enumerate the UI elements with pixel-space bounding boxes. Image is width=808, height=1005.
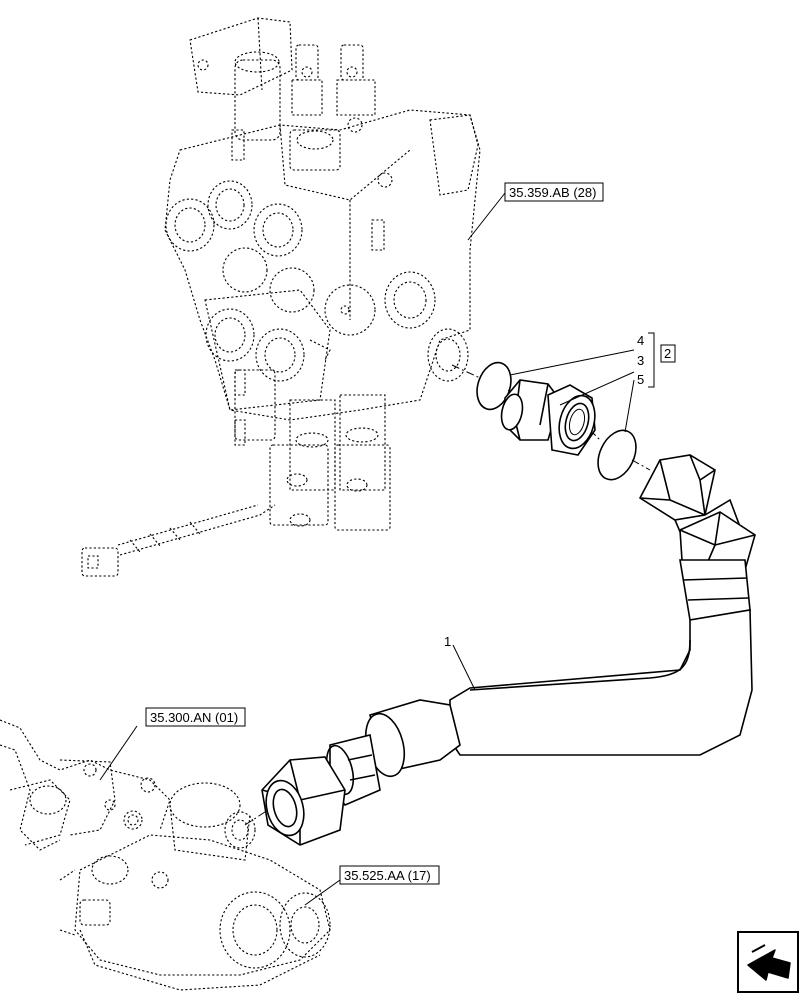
- callout-3: 3: [637, 353, 644, 368]
- o-ring-5: [597, 429, 637, 481]
- callout-5: 5: [637, 372, 644, 387]
- svg-text:35.525.AA (17): 35.525.AA (17): [344, 868, 431, 883]
- callout-1: 1: [444, 634, 451, 649]
- callout-2-group: 2: [660, 344, 676, 363]
- callout-leaders: [99, 192, 655, 906]
- adapter-fitting-3: [500, 379, 596, 456]
- control-valve-ghost: [81, 17, 481, 577]
- o-ring-4: [476, 361, 512, 411]
- hose-assembly-1: [261, 454, 756, 846]
- ref-label-valve[interactable]: 35.359.AB (28): [504, 182, 604, 202]
- svg-text:35.300.AN (01): 35.300.AN (01): [150, 710, 238, 725]
- next-page-arrow-icon[interactable]: [737, 931, 799, 993]
- callout-4: 4: [637, 333, 644, 348]
- svg-text:35.359.AB (28): 35.359.AB (28): [509, 185, 596, 200]
- ref-label-filter[interactable]: 35.525.AA (17): [339, 865, 440, 885]
- svg-text:2: 2: [664, 346, 671, 361]
- pump-filter-ghost: [0, 719, 331, 991]
- ref-label-pump[interactable]: 35.300.AN (01): [145, 707, 246, 727]
